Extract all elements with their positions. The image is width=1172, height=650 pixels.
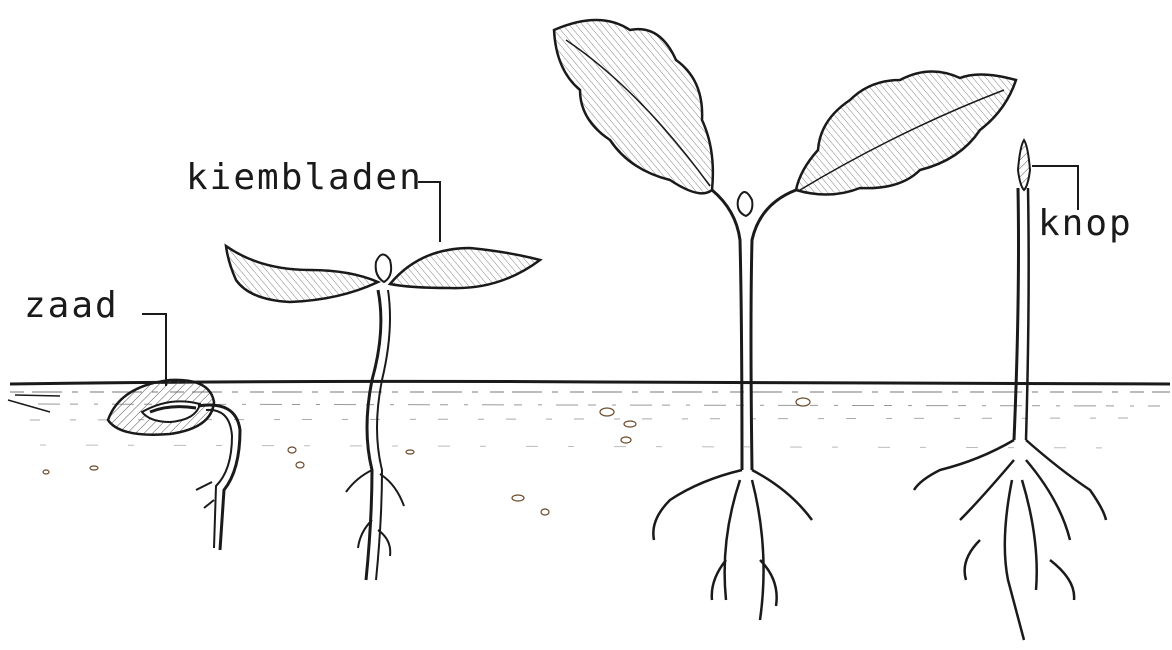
- seed-leader: [142, 314, 166, 386]
- label-bud: knop: [1038, 206, 1133, 242]
- label-cotyledons: kiembladen: [186, 160, 423, 196]
- seed: [108, 380, 240, 550]
- label-seed: zaad: [24, 288, 119, 324]
- leafy-seedling: [554, 20, 1016, 620]
- cotyledon-seedling: [226, 246, 540, 580]
